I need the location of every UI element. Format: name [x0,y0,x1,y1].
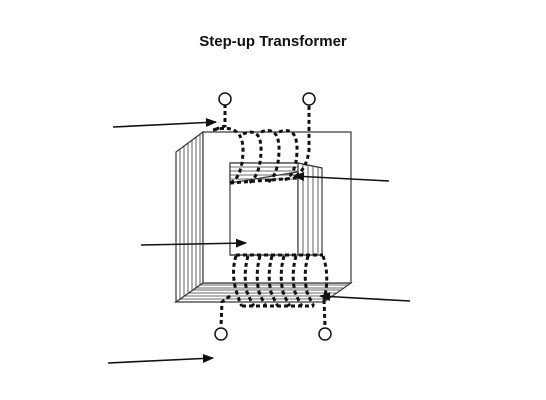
page-title: Step-up Transformer [199,33,347,50]
secondary-coil [219,253,329,327]
core-left-laminations [179,134,201,299]
terminals [214,92,332,341]
secondary-terminal-left [214,327,228,341]
core-bottom-laminations [180,284,348,300]
arrow-secondary-coil [318,292,411,302]
pointer-arrows [107,118,411,364]
arrow-core [107,354,215,364]
core-front-face [202,131,352,284]
arrow-core-window-top [292,172,390,182]
primary-terminal-left [218,92,232,106]
arrow-primary-coil [112,118,218,128]
primary-terminal-right [302,92,316,106]
secondary-terminal-right [318,327,332,341]
laminated-core [174,130,353,304]
arrow-core-window [140,238,248,248]
